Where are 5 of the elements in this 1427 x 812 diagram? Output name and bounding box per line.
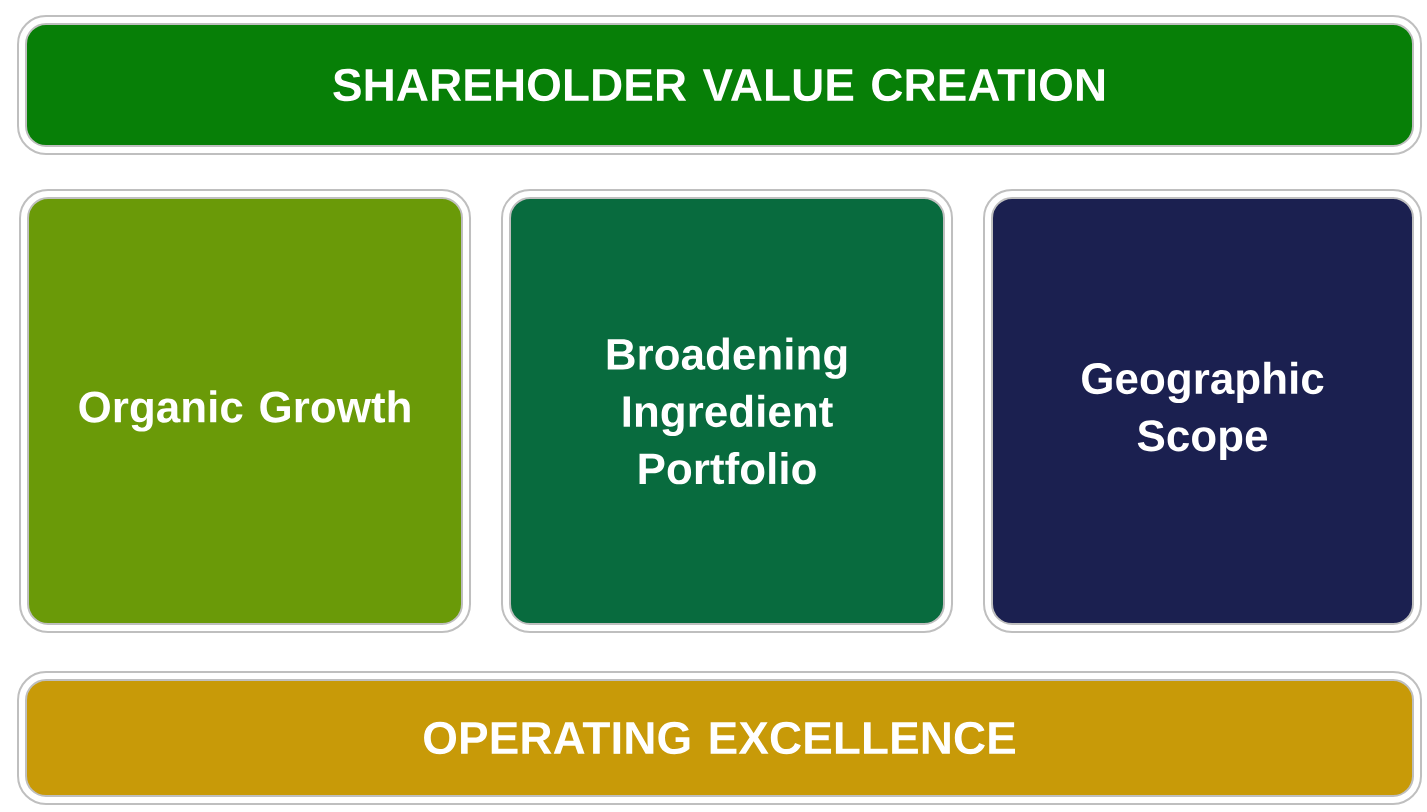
banner-box: OPERATING EXCELLENCE: [17, 671, 1422, 805]
banner-box: SHAREHOLDER VALUE CREATION: [17, 15, 1422, 155]
pillar-box: Broadening Ingredient Portfolio: [501, 189, 953, 633]
pillar-box: Organic Growth: [19, 189, 471, 633]
pillar-box: Geographic Scope: [983, 189, 1422, 633]
